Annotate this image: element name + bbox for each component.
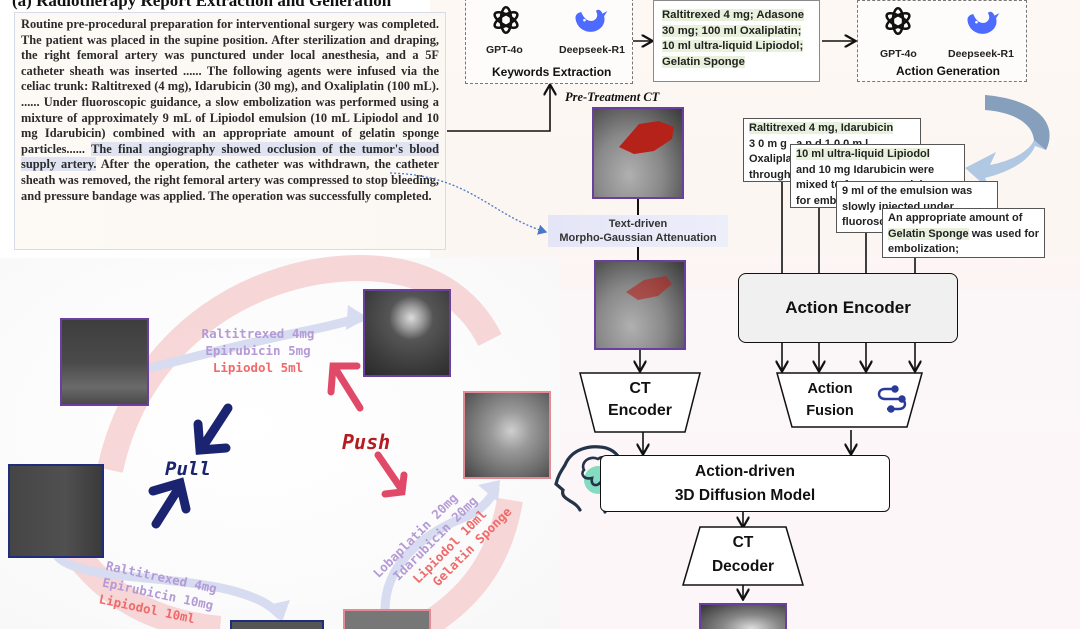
openai-logo-icon	[885, 6, 911, 36]
trajectory-arrowhead-top	[346, 305, 368, 330]
openai-logo-icon	[493, 5, 519, 35]
model-name-gpt: GPT-4o	[880, 48, 917, 60]
trajectory-path-right	[380, 485, 500, 615]
model-name-deepseek: Deepseek-R1	[948, 48, 1014, 60]
morpho-gaussian-attenuation: Text-driven Morpho-Gaussian Attenuation	[548, 215, 728, 247]
arrow-report-to-extraction	[447, 86, 550, 132]
dotted-arrow-highlight-to-attenuation	[389, 172, 548, 235]
drug-label: Raltitrexed 4mg	[201, 326, 315, 341]
keyword-line: Gelatin Sponge	[662, 55, 745, 68]
action-fusion-label: Action Fusion	[790, 378, 870, 422]
trajectory-path-top	[145, 313, 365, 373]
action-driven-diffusion-model: Action-driven 3D Diffusion Model	[600, 455, 890, 512]
ct-thumbnail-anchor	[60, 318, 149, 406]
push-arrow-up	[327, 362, 364, 412]
attenuated-tumor-mask	[626, 276, 672, 300]
trajectory-text-top: Raltitrexed 4mg Epirubicin 5mg Lipiodol …	[188, 325, 328, 376]
tumor-mask	[619, 121, 674, 154]
keyword-line: Raltitrexed 4 mg; Adasone	[662, 9, 805, 21]
keywords-extraction-caption: Keywords Extraction	[492, 65, 612, 79]
ct-decoder-label: CT Decoder	[693, 531, 793, 579]
action-encoder: Action Encoder	[738, 273, 958, 343]
trajectory-path-bottom	[53, 552, 285, 620]
ct-thumbnail-negative-right	[463, 391, 551, 479]
diffusion-line1: Action-driven	[695, 463, 795, 480]
action-fusion-shape	[776, 372, 923, 428]
action-fusion-line1: Action	[807, 381, 853, 397]
model-name-deepseek: Deepseek-R1	[559, 44, 625, 56]
trajectory-arrowhead-bottom	[268, 600, 290, 622]
card-line: 9 ml of the emulsion was	[842, 185, 973, 197]
drug-label: Epirubicin 5mg	[205, 343, 311, 358]
action-generation-box: GPT-4o Deepseek-R1 Action Generation	[857, 0, 1027, 82]
action-card-4: An appropriate amount of Gelatin Sponge …	[882, 208, 1045, 258]
ct-encoder-line2: Encoder	[607, 402, 672, 419]
ct-thumbnail-bottom-right	[343, 609, 431, 629]
report-text-end: After the operation, the catheter was wi…	[21, 157, 439, 203]
card-line-rest: was used for	[968, 227, 1039, 240]
attenuation-line2: Morpho-Gaussian Attenuation	[559, 232, 717, 244]
ct-encoder-line1: CT	[629, 380, 651, 397]
keyword-line: 30 mg; 100 ml Oxaliplatin;	[662, 24, 802, 37]
pull-label: Pull	[165, 458, 211, 480]
ct-thumbnail-bottom	[230, 620, 324, 629]
card-line: 10 ml ultra-liquid Lipiodol	[796, 148, 930, 160]
diffusion-line2: 3D Diffusion Model	[674, 487, 816, 504]
card-line: Raltitrexed 4 mg, Idarubicin	[749, 122, 894, 134]
fusion-flow-icon	[877, 385, 907, 413]
keywords-extraction-box: GPT-4o Deepseek-R1 Keywords Extraction	[465, 0, 633, 84]
deepseek-whale-icon	[967, 11, 1000, 34]
keyword-line: 10 ml ultra-liquid Lipiodol;	[662, 40, 804, 52]
radiotherapy-report: Routine pre-procedural preparation for i…	[14, 12, 446, 250]
card-line: and 10 mg Idarubicin were	[796, 163, 935, 176]
action-fusion-line2: Fusion	[806, 403, 854, 419]
ct-decoder-line1: CT	[732, 534, 754, 551]
ct-thumbnail-positive-top	[363, 289, 451, 377]
report-text: Routine pre-procedural preparation for i…	[21, 17, 439, 156]
pre-treatment-ct-image	[592, 107, 684, 199]
ct-decoder-line2: Decoder	[711, 558, 775, 575]
ct-decoder-shape	[681, 526, 805, 586]
extracted-keywords-box: Raltitrexed 4 mg; Adasone 30 mg; 100 ml …	[653, 0, 820, 82]
push-arrow-down	[374, 451, 408, 498]
drug-label: Lipiodol 5ml	[212, 360, 304, 375]
ct-encoder-shape	[579, 372, 701, 433]
ct-encoder-label: CT Encoder	[590, 378, 690, 422]
attenuated-ct-image	[594, 260, 686, 350]
card-line: embolization;	[888, 243, 959, 255]
trajectory-arrowhead-right	[478, 480, 500, 502]
pull-arrow-down	[193, 403, 233, 455]
generated-ct-image	[699, 603, 787, 629]
attenuation-line1: Text-driven	[608, 218, 668, 230]
pull-arrow-up	[148, 477, 191, 529]
model-name-gpt: GPT-4o	[486, 44, 523, 56]
deepseek-whale-icon	[575, 9, 608, 32]
card-line: An appropriate amount of	[888, 212, 1023, 224]
action-generation-caption: Action Generation	[896, 64, 1001, 78]
curved-return-arrow	[965, 95, 1050, 190]
ct-thumbnail-pull-left	[8, 464, 104, 558]
panel-title: (a) Radiotherapy Report Extraction and G…	[12, 0, 392, 10]
pre-treatment-label: Pre-Treatment CT	[565, 90, 660, 104]
card-highlight: Gelatin Sponge	[888, 227, 969, 240]
push-label: Push	[342, 430, 391, 454]
